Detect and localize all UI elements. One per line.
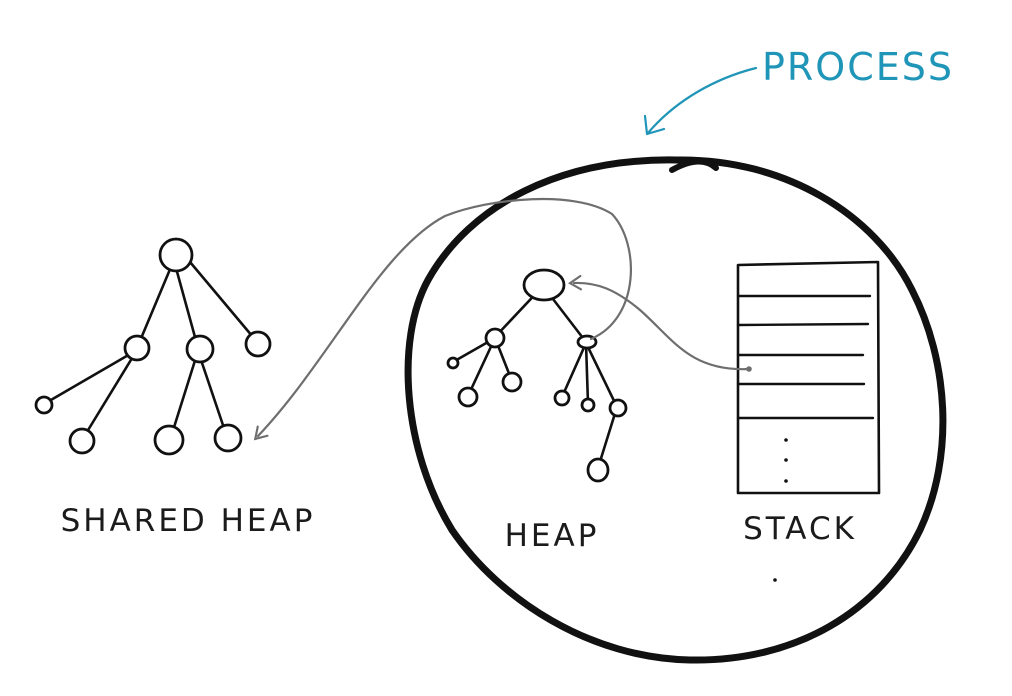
heap-label: HEAP (505, 518, 600, 554)
stack-label: STACK (743, 511, 857, 547)
stack-ellipsis-dot (784, 438, 788, 442)
shared-heap-node (34, 395, 54, 415)
shared-heap-node (244, 330, 272, 358)
heap-node (608, 398, 628, 418)
shared-heap-node (213, 423, 243, 453)
heap-node (586, 457, 610, 483)
shared-heap-root-node (158, 237, 194, 273)
process-annotation: PROCESS (643, 45, 954, 136)
heap-node (553, 389, 571, 407)
stack-to-heap-pointer (567, 274, 751, 371)
shared-heap-node (68, 427, 96, 455)
process-arrowhead (643, 114, 666, 136)
pointers (253, 197, 751, 441)
heap-node (484, 327, 506, 349)
heap-node (580, 397, 596, 413)
process-label: PROCESS (762, 45, 954, 89)
shared-heap-label: SHARED HEAP (61, 503, 316, 539)
shared-heap-node (153, 424, 185, 456)
stack (736, 260, 881, 582)
heap-to-shared-heap-pointer (253, 197, 632, 441)
stack-ellipsis-dot (784, 458, 788, 462)
heap-node (446, 356, 460, 370)
heap-tree (446, 268, 628, 483)
stack-trailing-dot (773, 578, 777, 582)
heap-node (457, 386, 479, 408)
shared-heap-tree (34, 237, 272, 456)
process-arrow (646, 66, 758, 135)
shared-heap-node (185, 334, 215, 364)
process-boundary (404, 156, 947, 664)
shared-heap-node (123, 334, 151, 362)
heap-root-node (522, 268, 566, 302)
stack-ellipsis-dot (784, 479, 788, 483)
heap-node (501, 371, 523, 393)
